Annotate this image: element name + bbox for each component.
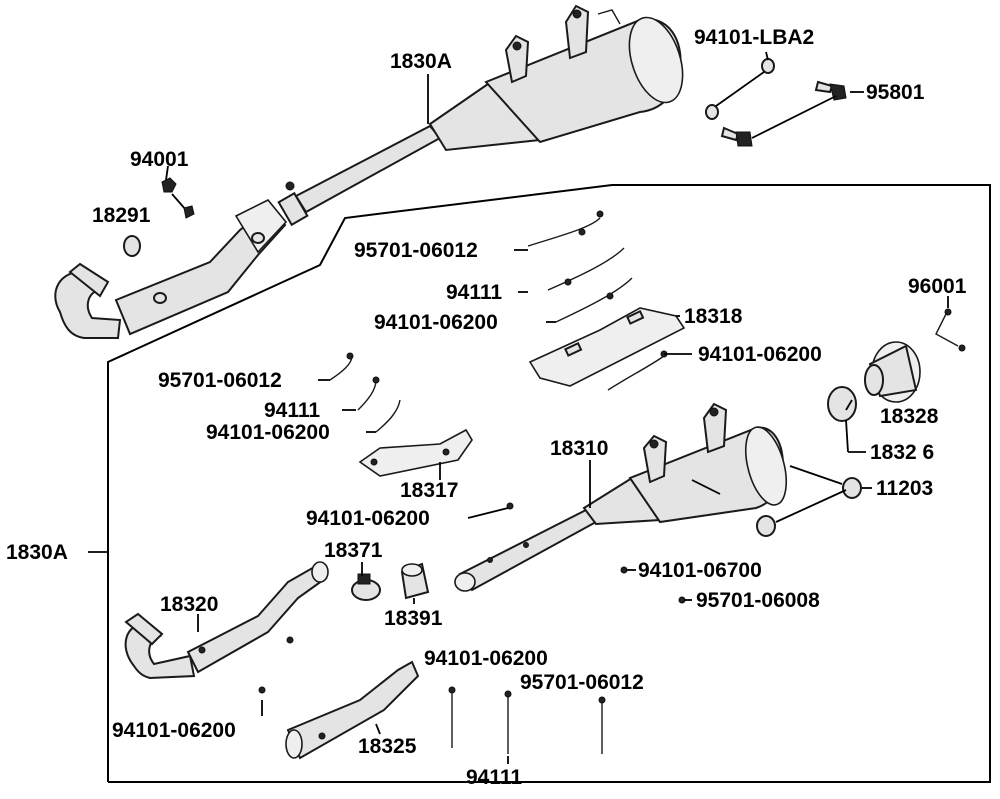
- label-18310: 18310: [550, 437, 608, 460]
- bolt-94101-06200-d: [506, 502, 514, 510]
- label-94001: 94001: [130, 148, 189, 171]
- assembled-exhaust-1830A: [54, 4, 684, 339]
- heat-shield-18317: [358, 428, 473, 477]
- heat-shield-18318: [528, 307, 686, 387]
- label-18320: 18320: [160, 593, 218, 616]
- label-94101-LBA2: 94101-LBA2: [694, 26, 814, 49]
- sleeve-18391: [400, 562, 430, 600]
- label-1830A-top: 1830A: [390, 50, 452, 73]
- gasket-18326: [827, 386, 857, 422]
- label-95801: 95801: [866, 81, 925, 104]
- nut-94001: [161, 177, 195, 219]
- label-94111-a: 94111: [446, 281, 502, 304]
- dampers-11203: [756, 465, 862, 537]
- label-94101-06200-b: 94101-06200: [698, 343, 822, 366]
- label-94101-06200-c: 94101-06200: [206, 421, 330, 444]
- label-94101-06200-e: 94101-06200: [424, 647, 548, 670]
- clamp-18371: [351, 573, 381, 601]
- leader-lines: [88, 51, 949, 764]
- header-pipe-18320: [124, 561, 329, 694]
- bolts-95801: [705, 58, 847, 147]
- label-94111-b: 94111: [264, 399, 320, 422]
- label-94101-06200-f: 94101-06200: [112, 719, 236, 742]
- label-94101-06200-d: 94101-06200: [306, 507, 430, 530]
- label-18325: 18325: [358, 735, 417, 758]
- label-11203: 11203: [876, 477, 933, 500]
- clamp-bands-left: [329, 352, 401, 433]
- label-94111-c: 94111: [466, 766, 522, 789]
- label-1830A-side: 1830A: [6, 541, 68, 564]
- silencer-18310: [454, 402, 788, 592]
- label-18291: 18291: [92, 204, 151, 227]
- label-18326: 1832 6: [870, 441, 934, 464]
- label-18318: 18318: [684, 305, 743, 328]
- label-96001: 96001: [908, 275, 967, 298]
- clamp-bands-top: [527, 210, 668, 391]
- label-95701-06012-b: 95701-06012: [158, 369, 282, 392]
- clamp-bands-bottom: [448, 686, 606, 754]
- label-18391: 18391: [384, 607, 443, 630]
- bolt-s2: [523, 542, 529, 548]
- label-18317: 18317: [400, 479, 458, 502]
- label-95701-06008: 95701-06008: [696, 589, 820, 612]
- label-95701-06012-c: 95701-06012: [520, 671, 644, 694]
- label-94101-06200-a: 94101-06200: [374, 311, 498, 334]
- label-94101-06700: 94101-06700: [638, 559, 762, 582]
- bolt-96001: [935, 308, 966, 352]
- bolt-s1: [487, 557, 493, 563]
- gasket-18291: [123, 235, 141, 257]
- label-18371: 18371: [324, 539, 383, 562]
- link-pipe-18325: [285, 660, 420, 760]
- label-18328: 18328: [880, 405, 939, 428]
- part-labels: 1830A 94101-LBA2 95801 94001 18291 95701…: [6, 26, 967, 789]
- exploded-view-frame: [107, 184, 991, 783]
- end-cap-18328: [864, 341, 921, 403]
- label-95701-06012-a: 95701-06012: [354, 239, 478, 262]
